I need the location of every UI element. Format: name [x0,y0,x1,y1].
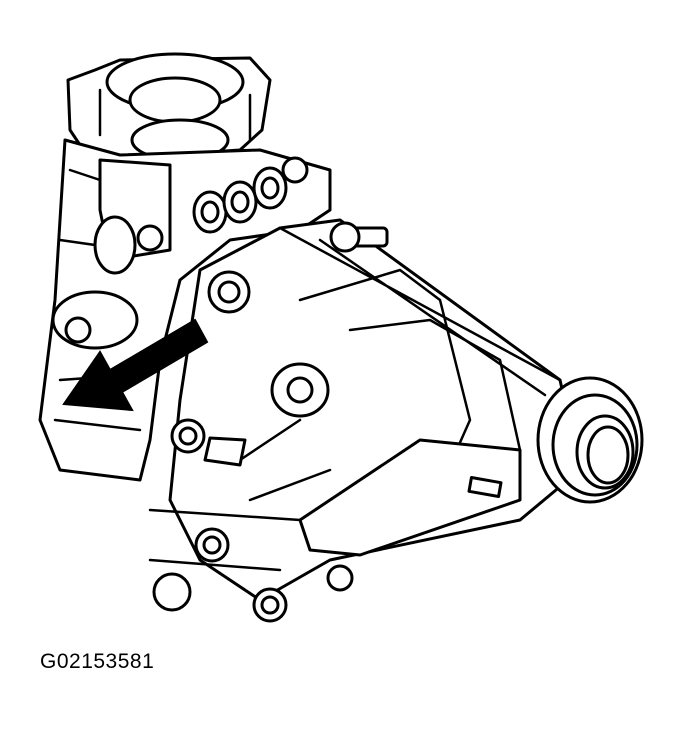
assembly-drawing [38,52,644,623]
upper-housing [66,52,272,162]
target-bolt [207,270,251,314]
output-seal [536,376,644,504]
top-stud [329,221,389,253]
extension-housing [168,218,582,602]
figure-id-label: G02153581 [40,650,155,673]
transfer-case-illustration [38,52,644,623]
pointer-arrow [62,318,209,412]
flange-bolts [192,156,309,234]
lower-bolts [148,418,354,623]
